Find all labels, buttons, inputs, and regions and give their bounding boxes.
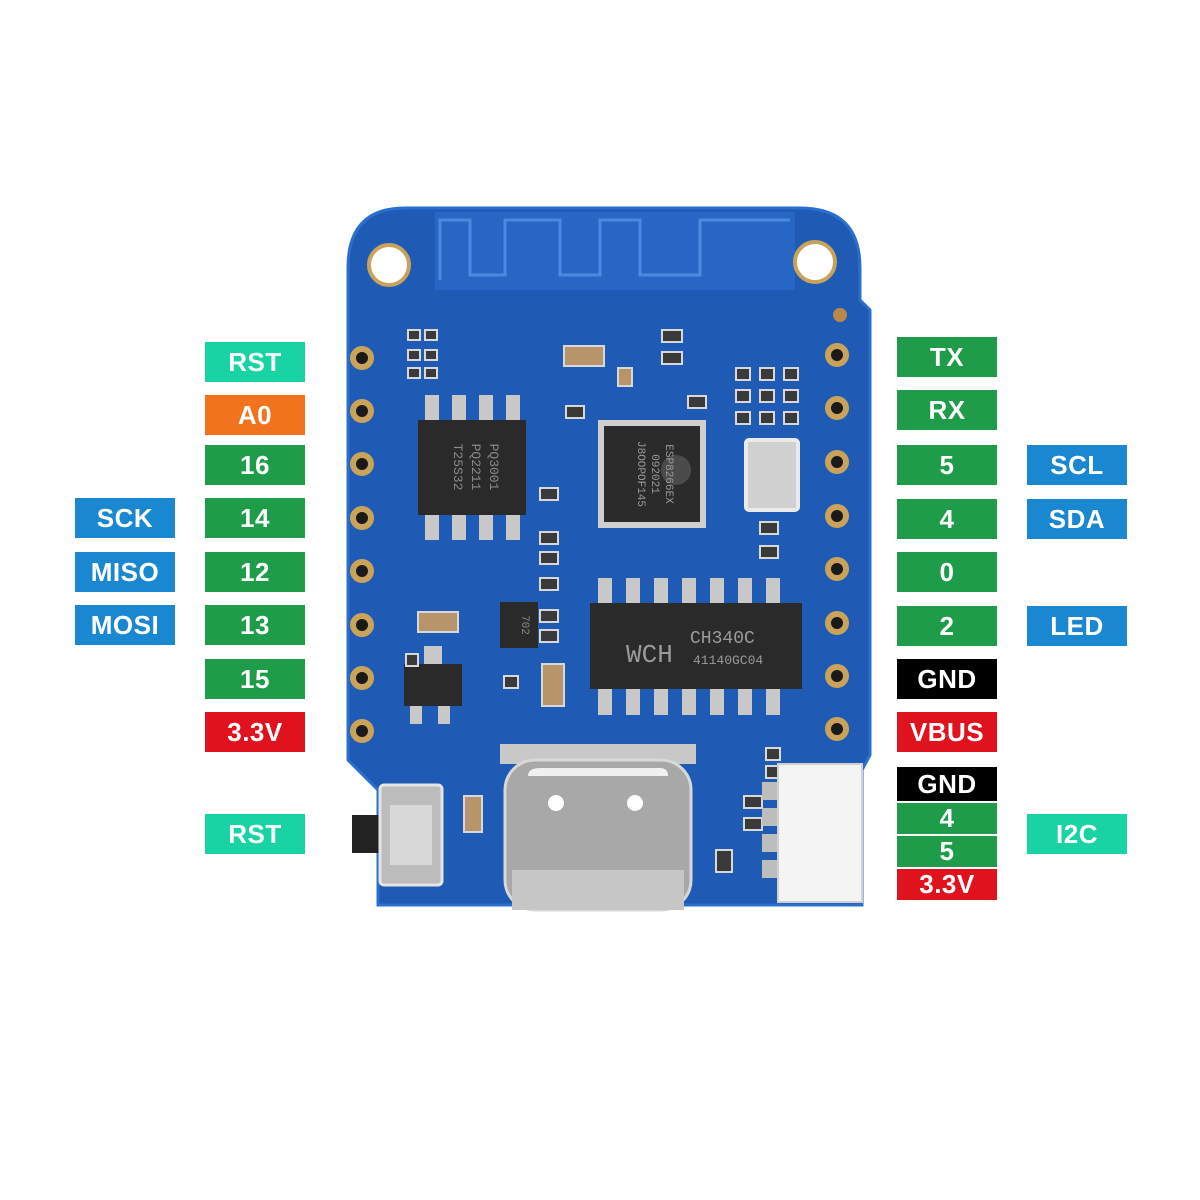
alt-label-sda: SDA bbox=[1027, 499, 1127, 539]
i2c-pin-label-3v3: 3.3V bbox=[897, 869, 997, 900]
pin-label-a0: A0 bbox=[205, 395, 305, 435]
esp-chip-line3: J8OOPOF145 bbox=[634, 441, 646, 507]
i2c-pin-label-4: 4 bbox=[897, 803, 997, 834]
reset-button-label: RST bbox=[205, 814, 305, 854]
regulator: 702 bbox=[404, 602, 538, 724]
i2c-pin-label-gnd: GND bbox=[897, 767, 997, 801]
alt-label-miso: MISO bbox=[75, 552, 175, 592]
pin-label-rst: RST bbox=[205, 342, 305, 382]
pin-label-0: 0 bbox=[897, 552, 997, 592]
ch340c-line2: 41140GC04 bbox=[693, 653, 763, 668]
i2c-pin-label-5: 5 bbox=[897, 836, 997, 867]
esp8266-chip: ESP8266EX 092021 J8OOPOF145 bbox=[598, 420, 706, 528]
antenna-trace bbox=[438, 218, 790, 280]
pin-label-12: 12 bbox=[205, 552, 305, 592]
mounting-hole-right bbox=[793, 240, 837, 284]
pin-label-4: 4 bbox=[897, 499, 997, 539]
antenna-area bbox=[435, 212, 795, 290]
i2c-group-label: I2C bbox=[1027, 814, 1127, 854]
left-header-holes bbox=[350, 346, 374, 743]
i2c-connector-housing bbox=[762, 763, 863, 903]
ch340c-brand: WCH bbox=[626, 640, 673, 670]
pin-label-tx: TX bbox=[897, 337, 997, 377]
crystal bbox=[744, 438, 800, 512]
pin-label-5: 5 bbox=[897, 445, 997, 485]
pin-label-2: 2 bbox=[897, 606, 997, 646]
pin-label-16: 16 bbox=[205, 445, 305, 485]
esp-chip-line2: 092021 bbox=[648, 454, 660, 494]
alt-label-mosi: MOSI bbox=[75, 605, 175, 645]
pin-label-14: 14 bbox=[205, 498, 305, 538]
usb-c-connector bbox=[500, 744, 696, 912]
ch340c-line1: CH340C bbox=[690, 629, 755, 649]
mounting-hole-left bbox=[367, 243, 411, 287]
pin-label-rx: RX bbox=[897, 390, 997, 430]
regulator-marking: 702 bbox=[518, 615, 530, 635]
pin-label-gnd: GND bbox=[897, 659, 997, 699]
pin-label-vbus: VBUS bbox=[897, 712, 997, 752]
alt-label-scl: SCL bbox=[1027, 445, 1127, 485]
flash-chip: PQ3001 PQ2211 T25S32 bbox=[418, 395, 526, 540]
reset-button-switch bbox=[352, 783, 444, 887]
right-header-holes bbox=[825, 343, 849, 741]
flash-chip-line1: PQ3001 bbox=[486, 444, 501, 491]
passive-components bbox=[405, 329, 799, 873]
alt-label-sck: SCK bbox=[75, 498, 175, 538]
alt-label-led: LED bbox=[1027, 606, 1127, 646]
flash-chip-line2: PQ2211 bbox=[468, 444, 483, 491]
esp-chip-line1: ESP8266EX bbox=[662, 444, 674, 504]
pin-label-3v3-left: 3.3V bbox=[205, 712, 305, 752]
pin-label-13: 13 bbox=[205, 605, 305, 645]
pin-label-15: 15 bbox=[205, 659, 305, 699]
ch340c-chip: WCH CH340C 41140GC04 bbox=[590, 578, 802, 715]
flash-chip-line3: T25S32 bbox=[450, 444, 465, 491]
